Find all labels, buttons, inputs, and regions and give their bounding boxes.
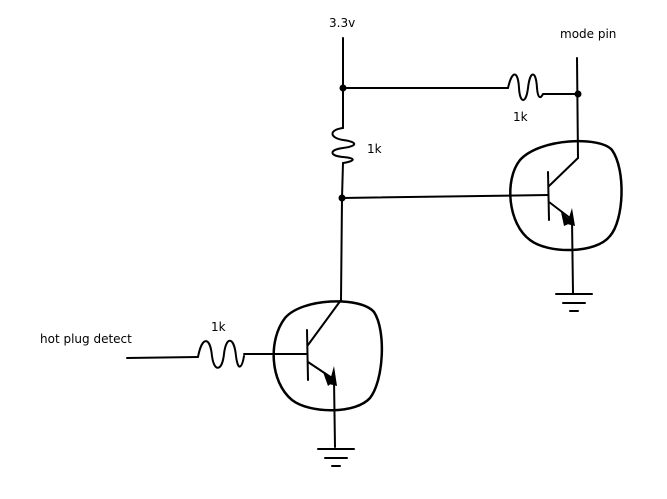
resistor-top: [507, 73, 579, 101]
upper-transistor-emitter: [548, 201, 571, 219]
lower-transistor-base: [306, 329, 309, 381]
input-wire: [126, 356, 199, 359]
junction-mode-pin: [574, 90, 582, 98]
upper-transistor-body: [509, 139, 623, 252]
upper-ground-wire: [571, 219, 574, 294]
resistor-input-label: 1k: [211, 320, 226, 334]
lower-ground-wire: [333, 379, 336, 448]
upper-ground-symbol: [555, 293, 593, 312]
junction-middle: [338, 194, 346, 202]
base-wire-upper: [341, 194, 549, 199]
input-label: hot plug detect: [40, 332, 132, 346]
lower-collector-wire: [340, 162, 344, 301]
mode-pin-wire: [576, 57, 579, 159]
resistor-input: [197, 339, 245, 369]
lower-transistor-body: [272, 300, 384, 412]
resistor-middle: [331, 127, 356, 164]
upper-transistor-base: [547, 171, 550, 221]
upper-transistor-collector: [548, 157, 579, 187]
lower-ground-symbol: [317, 448, 355, 467]
resistor-middle-label: 1k: [367, 142, 382, 156]
junction-top: [339, 84, 347, 92]
resistor-top-label: 1k: [513, 110, 528, 124]
supply-label: 3.3v: [329, 16, 355, 30]
lower-transistor-collector: [307, 299, 342, 346]
mode-pin-label: mode pin: [560, 27, 616, 41]
